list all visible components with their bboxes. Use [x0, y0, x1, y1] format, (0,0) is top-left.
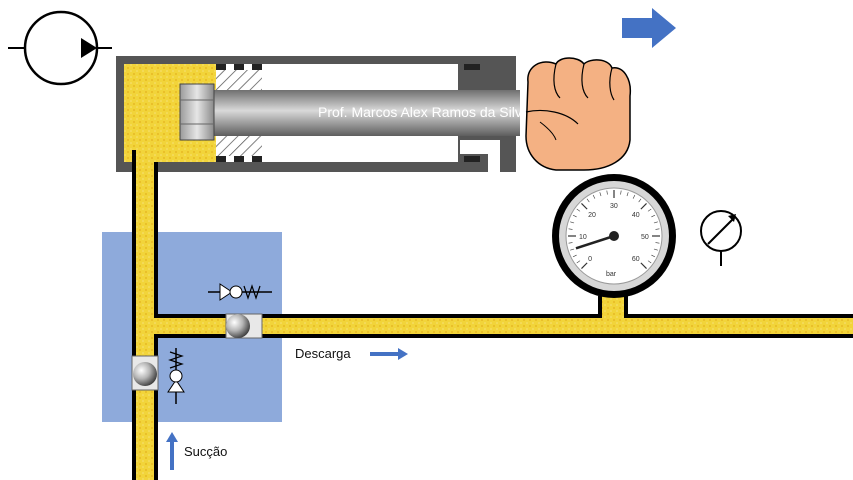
gauge-unit-label: bar	[606, 271, 617, 278]
discharge-line	[136, 314, 853, 338]
gauge-branch-line	[598, 294, 628, 320]
gauge-tick	[651, 214, 656, 218]
gauge-scale-label: 10	[579, 234, 587, 241]
gauge-tick	[599, 192, 602, 197]
gauge-tick	[651, 254, 656, 258]
gauge-scale-label: 40	[632, 212, 640, 219]
gauge-tick	[640, 262, 647, 269]
check-valve-icon	[167, 348, 185, 404]
gauge-tick	[576, 260, 581, 264]
gauge-scale-label: 60	[632, 256, 640, 263]
gauge-needle	[575, 234, 615, 250]
gauge-scale-label: 20	[588, 212, 596, 219]
gauge-tick	[572, 214, 577, 218]
hand-fist-icon	[525, 57, 632, 171]
gauge-tick	[568, 242, 573, 244]
watermark-text: Prof. Marcos Alex Ramos da Silva	[318, 104, 530, 120]
piston-nut	[179, 83, 215, 141]
hydraulic-pump-icon	[8, 10, 112, 86]
gauge-tick	[653, 221, 658, 224]
gauge-scale-label: 30	[610, 203, 618, 210]
gauge-scale-label: 0	[588, 256, 592, 263]
gauge-tick	[606, 190, 608, 195]
gauge-tick	[632, 194, 636, 199]
gauge-tick	[570, 221, 575, 224]
suction-label: Sucção	[184, 444, 227, 459]
gauge-tick	[581, 262, 588, 269]
gauge-tick	[592, 194, 596, 199]
hydraulic-cylinder: Prof. Marcos Alex Ramos da Silva	[116, 56, 530, 172]
suction-check-valve	[131, 355, 159, 391]
discharge-check-valve	[225, 313, 263, 339]
gauge-ticks	[568, 190, 660, 269]
gauge-tick	[572, 254, 577, 258]
gauge-tick	[568, 228, 573, 230]
discharge-label: Descarga	[295, 346, 351, 361]
flow-arrow-icon	[370, 348, 408, 360]
gauge-tick	[647, 208, 652, 212]
gauge-tick	[620, 190, 622, 195]
right-arrow-icon	[622, 8, 676, 48]
gauge-tick	[586, 198, 590, 203]
gauge-scale-labels: 0 10 20 30 40 50 60	[579, 203, 649, 263]
piston-rod	[190, 90, 520, 136]
gauge-tick	[638, 198, 642, 203]
suction-line	[132, 148, 196, 480]
check-valve-icon	[208, 283, 272, 301]
gauge-tick	[653, 248, 658, 251]
gauge-tick	[655, 228, 660, 230]
flow-arrow-icon	[166, 432, 178, 470]
gauge-tick	[640, 203, 647, 210]
gauge-tick	[576, 208, 581, 212]
pressure-gauge: 0 10 20 30 40 50 60 bar	[552, 174, 676, 298]
gauge-tick	[570, 248, 575, 251]
pressure-gauge-icon	[700, 210, 742, 266]
gauge-tick	[581, 203, 588, 210]
gauge-tick	[647, 260, 652, 264]
gauge-tick	[626, 192, 629, 197]
gauge-tick	[655, 242, 660, 244]
gauge-scale-label: 50	[641, 234, 649, 241]
